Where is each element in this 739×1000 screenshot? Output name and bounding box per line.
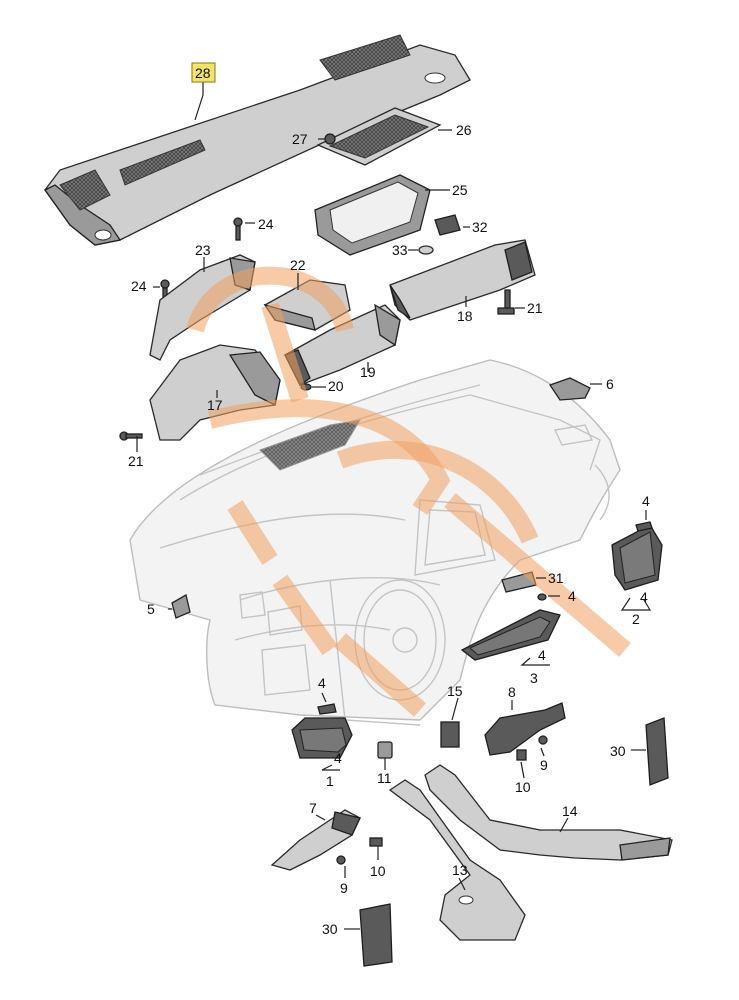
callout-19: 19 <box>360 364 376 380</box>
callout-6: 6 <box>606 376 614 392</box>
callout-5: 5 <box>147 601 155 617</box>
part-4-clip-right <box>635 521 653 532</box>
callout-4-left: 4 <box>318 675 326 691</box>
part-25-frame <box>314 174 431 256</box>
callout-4-right: 4 <box>642 493 650 509</box>
part-6-sensor <box>548 377 591 401</box>
part-15-button <box>440 721 460 748</box>
callout-27: 27 <box>292 131 308 147</box>
callout-15: 15 <box>447 683 463 699</box>
callout-labels: 28 26 27 25 24 32 33 23 22 24 21 18 19 2… <box>128 62 650 937</box>
callout-31: 31 <box>548 570 564 586</box>
callout-25: 25 <box>452 182 468 198</box>
part-14-floor-duct <box>424 764 673 861</box>
callout-26: 26 <box>456 122 472 138</box>
part-9-screw-left <box>336 855 346 865</box>
part-27-clip <box>324 133 336 145</box>
callout-3: 3 <box>530 670 538 686</box>
callout-4-left-lower: 4 <box>334 750 342 766</box>
callout-24-left: 24 <box>131 278 147 294</box>
part-21-bolt-right <box>497 289 515 315</box>
part-1-left-vent <box>291 717 353 759</box>
callout-13: 13 <box>452 862 468 878</box>
part-30-trim-right <box>645 717 669 786</box>
part-5-switch-left <box>171 594 191 619</box>
callout-30-right: 30 <box>610 743 626 759</box>
callout-21-left: 21 <box>128 453 144 469</box>
callout-9-left: 9 <box>340 880 348 896</box>
callout-33: 33 <box>392 242 408 258</box>
watermark-logo <box>186 266 631 717</box>
callout-14: 14 <box>562 803 578 819</box>
part-8-bracket <box>484 702 566 756</box>
callout-4-center-lower: 4 <box>538 647 546 663</box>
part-10-bolt-right <box>516 749 527 761</box>
highlight-box-28 <box>191 62 216 83</box>
part-24-bolt-top <box>233 217 243 241</box>
part-33-grommet <box>418 245 434 255</box>
callout-17: 17 <box>207 397 223 413</box>
part-4-clip-left <box>317 703 337 715</box>
callout-9-right: 9 <box>540 757 548 773</box>
callout-24-top: 24 <box>258 216 274 232</box>
part-9-screw-right <box>538 735 548 745</box>
part-2-right-vent <box>611 524 663 591</box>
callout-28: 28 <box>195 65 211 81</box>
callout-10-left: 10 <box>370 863 386 879</box>
callout-4-right-lower: 4 <box>640 589 648 605</box>
part-3-center-vent <box>460 609 561 661</box>
part-18-air-duct <box>389 239 536 321</box>
part-10-bolt-left <box>369 837 383 847</box>
part-30-trim-bottom <box>359 903 393 967</box>
callout-10-right: 10 <box>515 779 531 795</box>
part-32-connector <box>434 214 461 236</box>
part-11-button <box>377 741 393 759</box>
callout-2: 2 <box>632 611 640 627</box>
part-21-bolt-left <box>119 431 143 441</box>
callout-22: 22 <box>290 257 306 273</box>
part-4-clip-center <box>537 593 547 601</box>
part-28-plenum-cover <box>44 34 471 246</box>
callout-30-bottom: 30 <box>322 921 338 937</box>
callout-20: 20 <box>328 378 344 394</box>
callout-4-center: 4 <box>568 588 576 604</box>
callout-8: 8 <box>508 684 516 700</box>
part-7-duct-connector <box>270 809 361 871</box>
callout-1: 1 <box>326 773 334 789</box>
part-13-floor-duct <box>388 779 526 941</box>
callout-18: 18 <box>457 308 473 324</box>
callout-7: 7 <box>309 800 317 816</box>
callout-11: 11 <box>377 770 392 786</box>
callout-32: 32 <box>472 219 488 235</box>
part-26-filter-grille <box>316 107 442 166</box>
leader-lines <box>136 82 652 930</box>
callout-21-right: 21 <box>527 300 543 316</box>
callout-23: 23 <box>195 242 211 258</box>
